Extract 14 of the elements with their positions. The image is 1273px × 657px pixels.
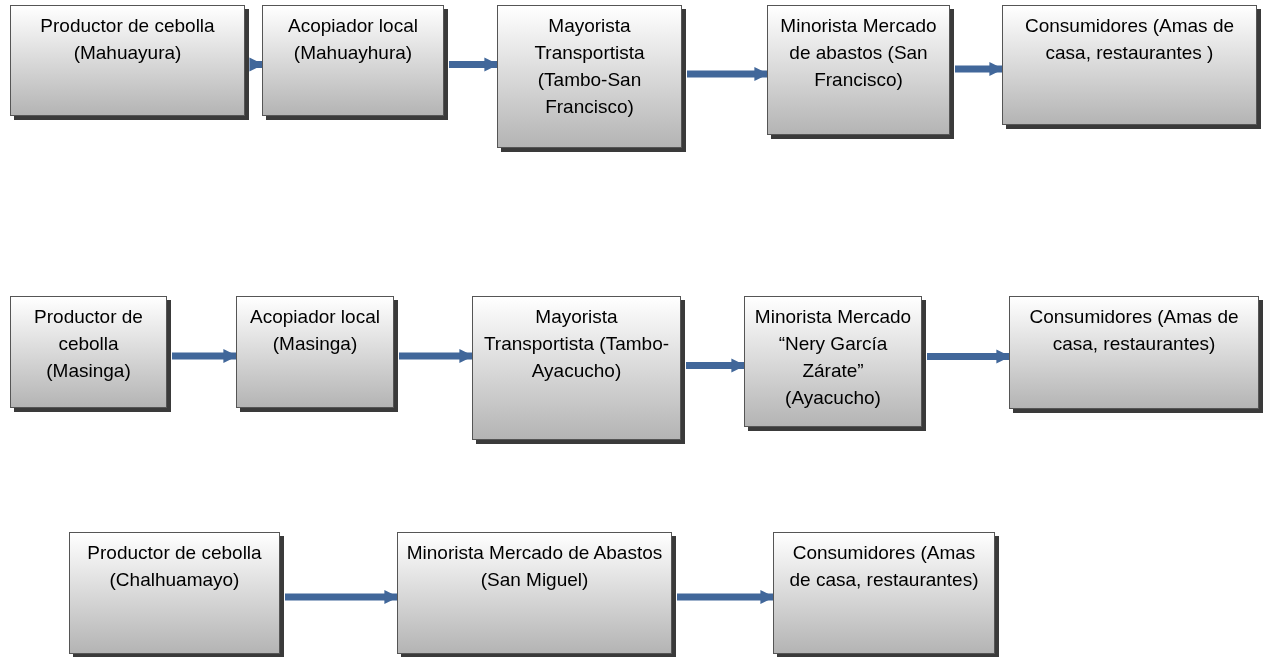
- box-label: Productor de cebolla (Mahuayura): [39, 14, 216, 65]
- box-label: Minorista Mercado de abastos (San Francisco): [779, 14, 938, 92]
- box-label: Mayorista Transportista (Tambo-San Francisco): [533, 14, 646, 119]
- box-label: Productor de cebolla (Chalhuamayo): [86, 541, 263, 592]
- box-label: Consumidores (Amas de casa, restaurantes): [788, 541, 980, 592]
- box-label: Productor de cebolla (Masinga): [33, 305, 144, 383]
- box-label: Consumidores (Amas de casa, restaurantes): [1028, 305, 1240, 356]
- arrow: [249, 57, 264, 72]
- box-label: Minorista Mercado “Nery García Zárate” (Ayacucho): [753, 305, 913, 410]
- box-label: Consumidores (Amas de casa, restaurantes ): [1023, 14, 1236, 65]
- box-label: Minorista Mercado de Abastos (San Miguel): [406, 541, 663, 592]
- box-label: Acopiador local (Masinga): [249, 305, 381, 356]
- box-label: Mayorista Transportista (Tambo- Ayacucho): [482, 305, 671, 383]
- box-label: Acopiador local (Mahuayhura): [287, 14, 419, 65]
